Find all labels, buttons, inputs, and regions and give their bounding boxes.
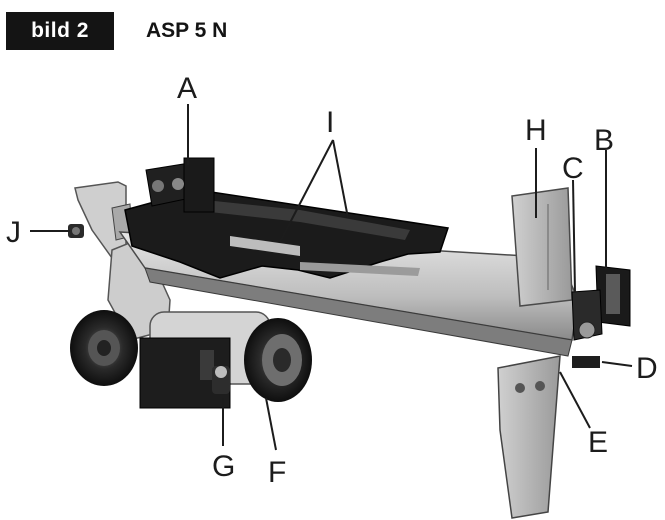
left-wheel xyxy=(70,310,138,386)
callout-h: H xyxy=(525,114,547,147)
splitting-wedge-h xyxy=(511,187,573,307)
rear-end-plate xyxy=(74,181,133,259)
hook-d xyxy=(572,356,600,368)
bracket-c xyxy=(571,289,603,341)
callout-f: F xyxy=(268,456,286,489)
callout-j: J xyxy=(6,216,21,249)
control-lever-a xyxy=(145,157,215,213)
motor-body xyxy=(139,311,271,409)
callout-i: I xyxy=(326,106,334,139)
callout-e: E xyxy=(588,426,608,459)
callout-b: B xyxy=(594,124,614,157)
model-name: ASP 5 N xyxy=(146,19,228,42)
callout-g: G xyxy=(212,450,235,483)
cover-slots-i xyxy=(230,236,420,276)
callout-c: C xyxy=(562,152,584,185)
release-knob-j xyxy=(68,224,84,238)
switch-g xyxy=(212,366,230,394)
callout-a: A xyxy=(177,72,197,105)
figure-badge: bild 2 xyxy=(6,12,114,50)
wheel-f xyxy=(244,318,312,402)
front-leg-e xyxy=(497,355,561,519)
callout-lines xyxy=(30,104,633,451)
callout-d: D xyxy=(636,352,658,385)
